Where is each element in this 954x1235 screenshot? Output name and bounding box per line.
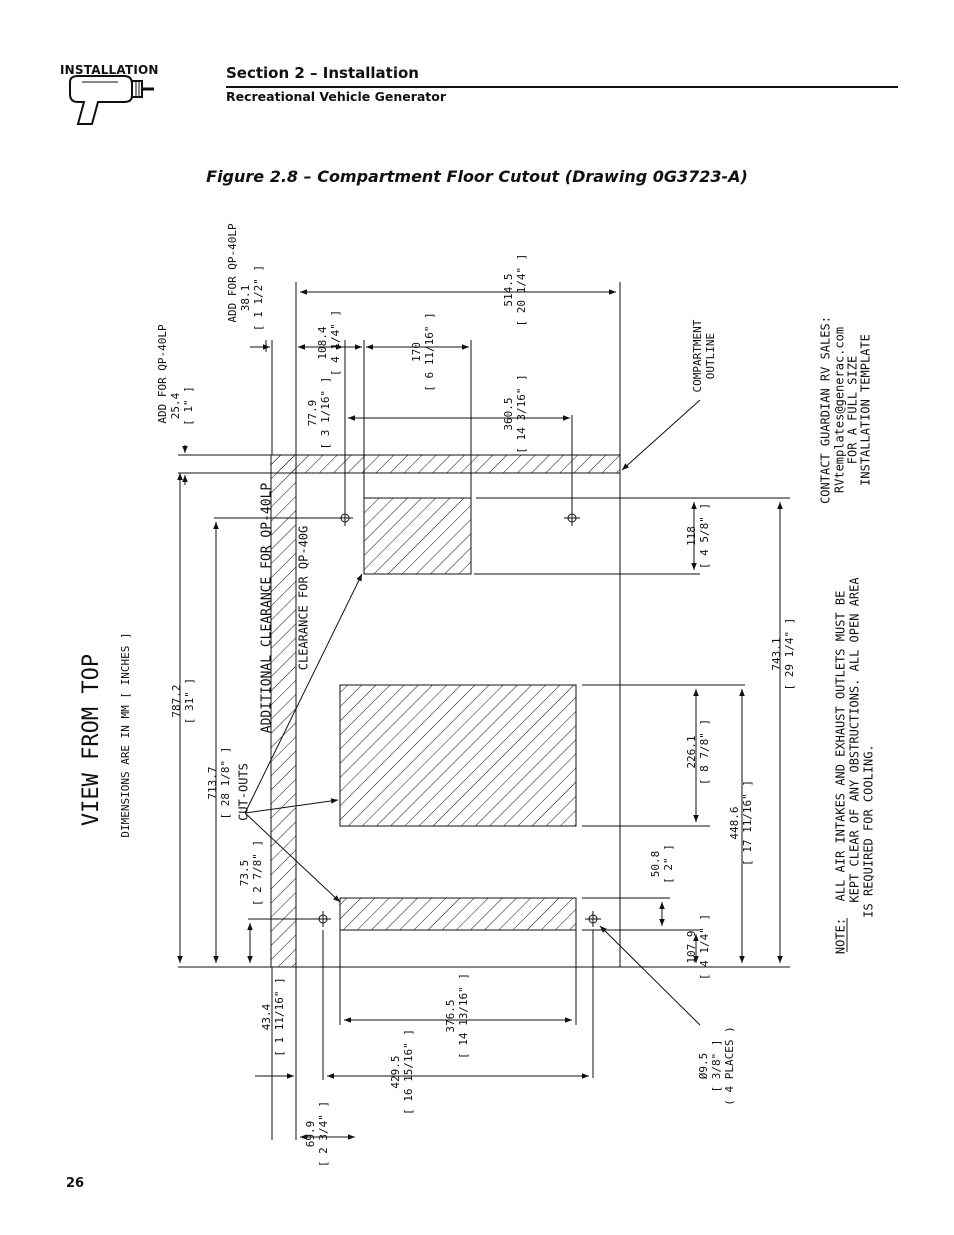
additional-clearance-label: ADDITIONAL CLEARANCE FOR QP-40LP <box>260 483 275 734</box>
dim-429-in: [ 16 15/16" ] <box>402 1029 415 1115</box>
dim-43-mm: 43.4 <box>260 1003 273 1030</box>
contact-line: RVtemplates@generac.com <box>833 327 847 493</box>
page-number: 26 <box>66 1176 85 1191</box>
compartment-leader <box>621 399 701 471</box>
dim-170-in: [ 6 11/16" ] <box>423 312 436 391</box>
figure-caption: Figure 2.8 – Compartment Floor Cutout (D… <box>206 167 748 186</box>
cutout-large <box>339 684 577 827</box>
contact-line: FOR A FULL SIZE <box>846 356 860 464</box>
dim-50-in: [ 2" ] <box>662 844 675 884</box>
drill-icon <box>69 75 154 125</box>
dim-69-in: [ 2 3/4" ] <box>317 1101 330 1167</box>
dim-107-mm: 107.9 <box>685 930 698 963</box>
note-label: NOTE: <box>834 918 848 954</box>
dim-743-in: [ 29 1/4" ] <box>783 618 796 691</box>
add-qp40lp-label: ADD FOR QP-40LP <box>156 324 169 424</box>
dim-226-mm: 226.1 <box>685 735 698 768</box>
dim-170-mm: 170 <box>410 342 423 362</box>
dim-38-mm: 38.1 <box>239 285 252 312</box>
dim-376-mm: 376.5 <box>444 999 457 1032</box>
dim-38-in: [ 1 1/2" ] <box>252 265 265 331</box>
dim-118-mm: 118 <box>685 526 698 546</box>
dim-77-in: [ 3 1/16" ] <box>319 377 332 450</box>
dim-376-in: [ 14 13/16" ] <box>457 973 470 1059</box>
cutout-leader <box>244 812 341 903</box>
header-rule <box>226 86 898 88</box>
note-line: ALL AIR INTAKES AND EXHAUST OUTLETS MUST… <box>834 591 848 902</box>
cutouts-label: CUT-OUTS <box>237 763 251 821</box>
cutout-strip <box>339 897 577 931</box>
dim-77-mm: 77.9 <box>306 400 319 427</box>
dim-429-mm: 429.5 <box>389 1055 402 1088</box>
hole-size-in: [ 3/8" ] <box>710 1040 723 1093</box>
dim-360-mm: 360.5 <box>502 397 515 430</box>
cutout-leader <box>244 798 339 814</box>
hole-leader <box>599 925 701 1026</box>
section-subtitle: Recreational Vehicle Generator <box>226 89 447 104</box>
hole-places: ( 4 PLACES ) <box>723 1026 736 1105</box>
section-title: Section 2 – Installation <box>226 64 419 82</box>
hole-size-mm: Ø9.5 <box>697 1053 710 1080</box>
contact-line: CONTACT GUARDIAN RV SALES: <box>819 316 833 504</box>
contact-line: INSTALLATION TEMPLATE <box>859 334 873 486</box>
top-clearance-band <box>270 454 621 474</box>
units-note: DIMENSIONS ARE IN MM [ INCHES ] <box>119 632 132 837</box>
dim-448-mm: 448.6 <box>728 806 741 839</box>
dim-787-in: [ 31" ] <box>183 678 196 724</box>
dim-118-in: [ 4 5/8" ] <box>698 503 711 569</box>
add-qp40lp-label: ADD FOR QP-40LP <box>226 223 239 323</box>
dim-514-mm: 514.5 <box>502 273 515 306</box>
dim-108-mm: 108.4 <box>316 326 329 359</box>
compartment-outline-label: OUTLINE <box>704 333 717 379</box>
note-line: KEPT CLEAR OF ANY OBSTRUCTIONS. ALL OPEN… <box>848 577 862 903</box>
clearance-qp40g-label: CLEARANCE FOR QP-40G <box>297 526 311 671</box>
dim-448-in: [ 17 11/16" ] <box>741 780 754 866</box>
section-tag: INSTALLATION <box>60 63 159 77</box>
compartment-outline-label: COMPARTMENT <box>691 319 704 392</box>
dim-514-in: [ 20 1/4" ] <box>515 254 528 327</box>
left-clearance-band <box>270 454 297 968</box>
dim-713-mm: 713.7 <box>206 766 219 799</box>
cutout-leader <box>244 573 363 814</box>
dim-713-in: [ 28 1/8" ] <box>219 747 232 820</box>
dim-107-in: [ 4 1/4" ] <box>698 914 711 980</box>
dim-360-in: [ 14 3/16" ] <box>515 374 528 453</box>
dim-73-in: [ 2 7/8" ] <box>251 840 264 906</box>
dim-743-mm: 743.1 <box>770 637 783 670</box>
dim-25-mm: 25.4 <box>169 392 182 419</box>
note-line: IS REQUIRED FOR COOLING. <box>862 744 876 917</box>
dim-108-in: [ 4 1/4" ] <box>329 310 342 376</box>
dim-50-mm: 50.8 <box>649 851 662 878</box>
dim-69-mm: 69.9 <box>304 1121 317 1148</box>
view-title: VIEW FROM TOP <box>79 654 104 826</box>
dim-25-in: [ 1" ] <box>182 386 195 426</box>
dim-787-mm: 787.2 <box>170 684 183 717</box>
dim-226-in: [ 8 7/8" ] <box>698 719 711 785</box>
dim-43-in: [ 1 11/16" ] <box>273 977 286 1056</box>
cutout-small <box>363 497 472 575</box>
dim-73-mm: 73.5 <box>238 860 251 887</box>
